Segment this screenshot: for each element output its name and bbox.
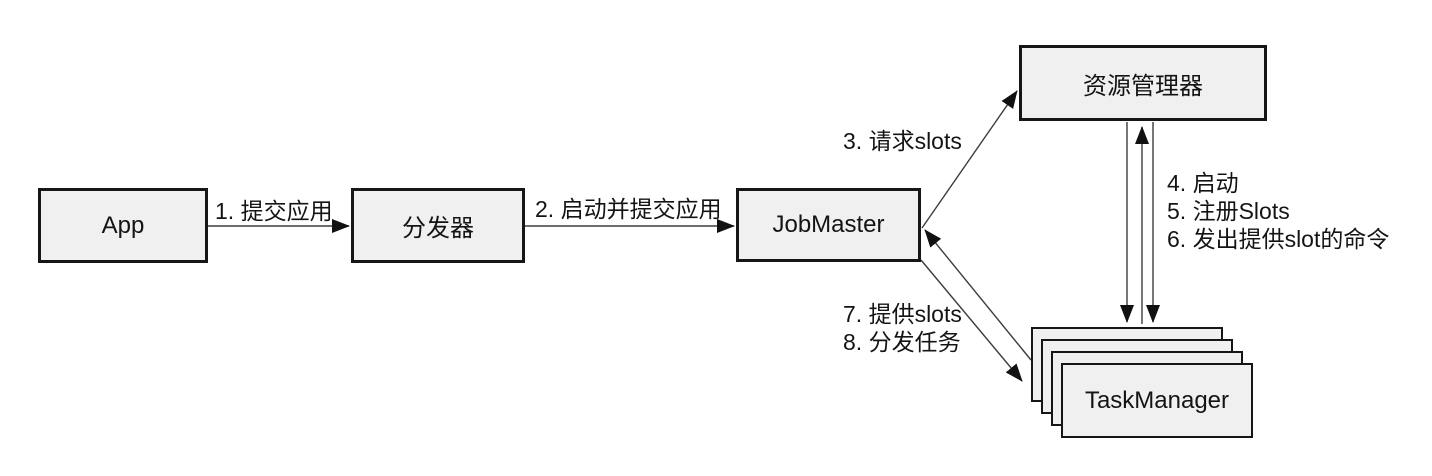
edge-request-slots-line — [921, 90, 1018, 229]
node-resource-manager-label: 资源管理器 — [1083, 72, 1203, 100]
edge-label-submit-app: 1. 提交应用 — [215, 198, 333, 224]
node-dispatcher-label: 分发器 — [402, 215, 474, 242]
node-task-manager-label: TaskManager — [1084, 386, 1230, 414]
edge-dispatch-tasks-line — [920, 259, 1023, 382]
node-jobmaster-label: JobMaster — [772, 211, 885, 238]
node-resource-manager: 资源管理器 — [1019, 45, 1267, 121]
node-app-label: App — [101, 211, 145, 239]
edge-label-group-rm-tm: 4. 启动 5. 注册Slots 6. 发出提供slot的命令 — [1167, 169, 1389, 253]
node-dispatcher: 分发器 — [351, 188, 525, 263]
node-task-manager: TaskManager — [1061, 363, 1253, 438]
edge-label-start-and-submit: 2. 启动并提交应用 — [535, 196, 722, 222]
edge-label-request-slots: 3. 请求slots — [843, 128, 962, 154]
edge-label-command-offer-slot: 6. 发出提供slot的命令 — [1167, 226, 1390, 252]
edge-label-group-jm-tm: 7. 提供slots 8. 分发任务 — [843, 300, 962, 356]
edge-label-dispatch-tasks: 8. 分发任务 — [843, 329, 961, 355]
edge-label-register-slots: 5. 注册Slots — [1167, 198, 1290, 224]
node-app: App — [38, 188, 208, 263]
edge-label-start-tm: 4. 启动 — [1167, 170, 1239, 196]
node-jobmaster: JobMaster — [736, 188, 921, 262]
edge-label-offer-slots: 7. 提供slots — [843, 301, 962, 327]
edge-offer-slots-line — [924, 229, 1032, 361]
